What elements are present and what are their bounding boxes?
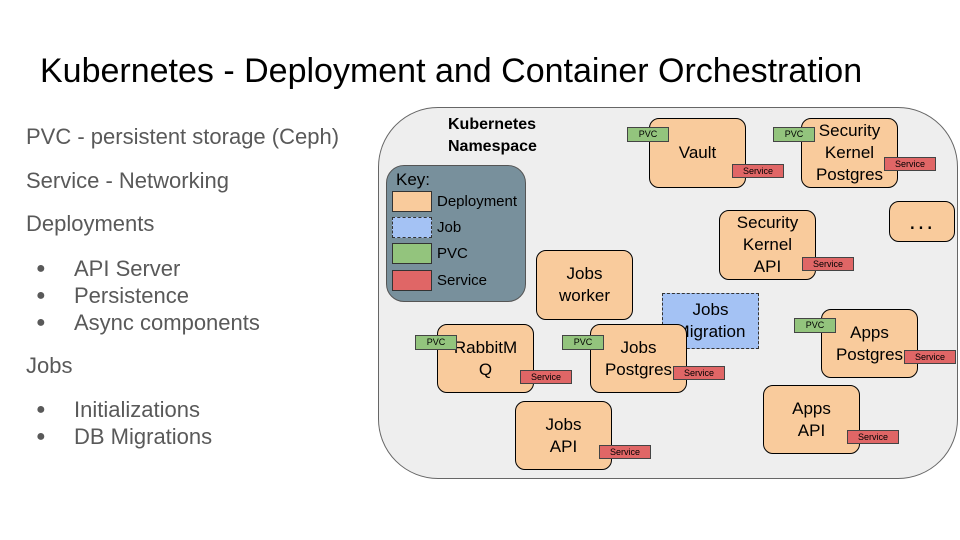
deployments-heading: Deployments xyxy=(26,211,155,236)
rabbitmq-pvc-tag: PVC xyxy=(415,335,457,350)
bullet-icon: ● xyxy=(36,287,46,305)
security-kernel-postgres-deployment: Security Kernel Postgres xyxy=(801,118,898,188)
jobs-api-deployment: Jobs API xyxy=(515,401,612,470)
security-kernel-postgres-pvc-tag: PVC xyxy=(773,127,815,142)
jobs-api-service-tag: Service xyxy=(599,445,651,459)
apps-api-service-tag: Service xyxy=(847,430,899,444)
jobs-postgres-deployment: Jobs Postgres xyxy=(590,324,687,393)
apps-api-deployment: Apps API xyxy=(763,385,860,454)
jobs-postgres-service-tag: Service xyxy=(673,366,725,380)
list-item: ●Initializations xyxy=(36,397,200,423)
legend-swatch-pvc xyxy=(392,243,432,264)
security-kernel-api-service-tag: Service xyxy=(802,257,854,271)
jobs-postgres-pvc-tag: PVC xyxy=(562,335,604,350)
bullet-icon: ● xyxy=(36,401,46,419)
apps-postgres-pvc-tag: PVC xyxy=(794,318,836,333)
apps-postgres-service-tag: Service xyxy=(904,350,956,364)
legend-swatch-job xyxy=(392,217,432,238)
list-item: ●Persistence xyxy=(36,283,189,309)
legend-label-job: Job xyxy=(437,219,462,236)
legend-label-service: Service xyxy=(437,272,488,289)
jobs-heading: Jobs xyxy=(26,353,73,378)
legend-label-deployment: Deployment xyxy=(437,193,518,210)
legend-title: Key: xyxy=(396,170,431,189)
slide-title: Kubernetes - Deployment and Container Or… xyxy=(40,52,863,90)
bullet-icon: ● xyxy=(36,314,46,332)
list-item: ●DB Migrations xyxy=(36,424,213,450)
legend-swatch-deployment xyxy=(392,191,432,212)
service-description: Service - Networking xyxy=(26,168,229,193)
more-deployments-ellipsis: ... xyxy=(889,201,955,242)
apps-postgres-deployment: Apps Postgres xyxy=(821,309,918,378)
vault-pvc-tag: PVC xyxy=(627,127,669,142)
namespace-label: Kubernetes Namespace xyxy=(448,116,537,155)
rabbitmq-deployment: RabbitM Q xyxy=(437,324,534,393)
bullet-icon: ● xyxy=(36,428,46,446)
jobs-worker-deployment: Jobs worker xyxy=(536,250,633,320)
list-item: ●Async components xyxy=(36,310,260,336)
bullet-icon: ● xyxy=(36,260,46,278)
pvc-description: PVC - persistent storage (Ceph) xyxy=(26,124,340,149)
legend-label-pvc: PVC xyxy=(437,245,468,262)
security-kernel-postgres-service-tag: Service xyxy=(884,157,936,171)
list-item: ●API Server xyxy=(36,256,181,282)
security-kernel-api-deployment: Security Kernel API xyxy=(719,210,816,280)
legend-swatch-service xyxy=(392,270,432,291)
rabbitmq-service-tag: Service xyxy=(520,370,572,384)
vault-service-tag: Service xyxy=(732,164,784,178)
